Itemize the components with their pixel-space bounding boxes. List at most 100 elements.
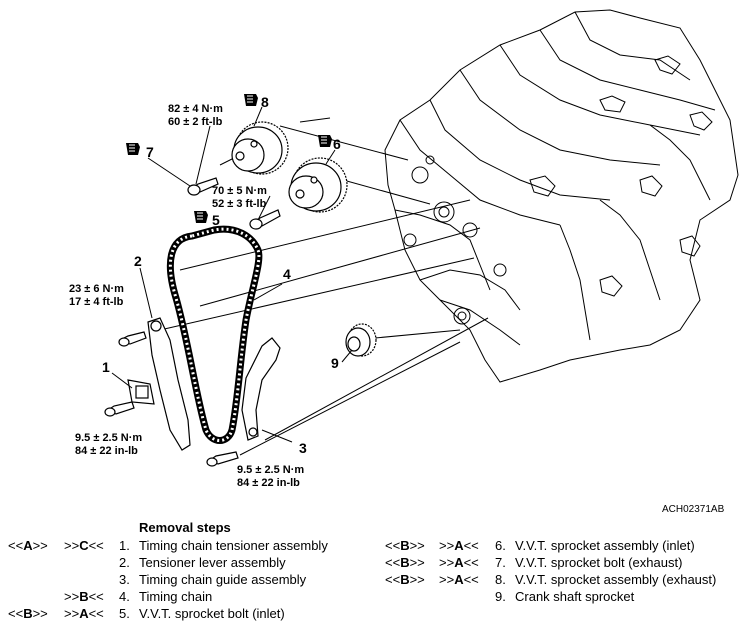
leader-lines bbox=[111, 106, 353, 443]
step-number: 5. bbox=[119, 606, 130, 621]
marker-part: << bbox=[88, 606, 104, 621]
step-marker-installation: >>A<< bbox=[439, 537, 479, 554]
marker-part: << bbox=[463, 572, 479, 587]
step-text: Timing chain guide assembly bbox=[139, 572, 307, 587]
step-number: 8. bbox=[495, 572, 506, 587]
step-number: 7. bbox=[495, 555, 506, 570]
callout-4: 4 bbox=[283, 266, 291, 282]
marker-part: >> bbox=[64, 606, 80, 621]
step-text: V.V.T. sprocket bolt (exhaust) bbox=[515, 555, 683, 570]
step-number: 1. bbox=[119, 538, 130, 553]
removal-step-row: <<B>>>>A<<6.V.V.T. sprocket assembly (in… bbox=[385, 537, 735, 554]
step-marker-installation: >>A<< bbox=[439, 554, 479, 571]
marker-part: >> bbox=[439, 572, 455, 587]
torque-60-ftlb: 60 ± 2 ft-lb bbox=[168, 116, 223, 128]
step-number: 9. bbox=[495, 589, 506, 604]
torque-84-inlb-left: 84 ± 22 in-lb bbox=[75, 445, 138, 457]
marker-part: >> bbox=[32, 538, 48, 553]
step-text: V.V.T. sprocket assembly (inlet) bbox=[515, 538, 695, 553]
removal-step-row: 9. Crank shaft sprocket bbox=[385, 588, 735, 605]
torque-9-5-nm-bottom: 9.5 ± 2.5 N·m bbox=[237, 464, 304, 476]
step-text: V.V.T. sprocket bolt (inlet) bbox=[139, 606, 285, 621]
step-text: Timing chain tensioner assembly bbox=[139, 538, 328, 553]
marker-part: B bbox=[400, 572, 410, 587]
torque-82-nm: 82 ± 4 N·m bbox=[168, 103, 223, 115]
torque-icon-7 bbox=[126, 143, 140, 155]
torque-23-nm: 23 ± 6 N·m bbox=[69, 283, 124, 295]
callout-6: 6 bbox=[333, 136, 341, 152]
step-number: 3. bbox=[119, 572, 130, 587]
bolts bbox=[104, 177, 281, 467]
step-marker-installation: >>A<< bbox=[64, 605, 104, 622]
marker-part: A bbox=[79, 606, 89, 621]
torque-icon-5 bbox=[194, 211, 208, 223]
marker-part: >> bbox=[64, 589, 80, 604]
vvt-sprocket-exhaust bbox=[231, 121, 289, 175]
callout-7: 7 bbox=[146, 144, 154, 160]
removal-steps-heading: Removal steps bbox=[139, 520, 231, 535]
removal-step-row: <<B>>>>A<<7.V.V.T. sprocket bolt (exhaus… bbox=[385, 554, 735, 571]
step-number: 6. bbox=[495, 538, 506, 553]
marker-part: A bbox=[454, 572, 464, 587]
marker-part: << bbox=[88, 538, 104, 553]
step-text: Tensioner lever assembly bbox=[139, 555, 286, 570]
marker-part: << bbox=[8, 538, 24, 553]
marker-part: >> bbox=[439, 538, 455, 553]
marker-part: >> bbox=[32, 606, 48, 621]
step-marker-removal: <<B>> bbox=[385, 554, 425, 571]
tensioner-lever bbox=[147, 317, 191, 451]
step-marker-installation: >>C<< bbox=[64, 537, 104, 554]
marker-part: C bbox=[79, 538, 89, 553]
marker-part: A bbox=[23, 538, 33, 553]
tensioner-assembly bbox=[127, 379, 155, 405]
callout-8: 8 bbox=[261, 94, 269, 110]
step-marker-installation: >>B<< bbox=[64, 588, 104, 605]
removal-step-row: <<B>>>>A<<5.V.V.T. sprocket bolt (inlet) bbox=[8, 605, 353, 622]
step-marker-removal: <<B>> bbox=[385, 537, 425, 554]
step-text: Crank shaft sprocket bbox=[515, 589, 635, 604]
torque-70-nm: 70 ± 5 N·m bbox=[212, 185, 267, 197]
callout-9: 9 bbox=[331, 355, 339, 371]
marker-part: >> bbox=[409, 572, 425, 587]
marker-part: << bbox=[385, 538, 401, 553]
torque-9-5-nm-left: 9.5 ± 2.5 N·m bbox=[75, 432, 142, 444]
torque-icon-6 bbox=[318, 135, 332, 147]
engine-block bbox=[384, 9, 739, 383]
step-number: 4. bbox=[119, 589, 130, 604]
torque-84-inlb-bottom: 84 ± 22 in-lb bbox=[237, 477, 300, 489]
torque-icon-8 bbox=[244, 94, 258, 106]
removal-step-row: <<A>>>>C<<1.Timing chain tensioner assem… bbox=[8, 537, 353, 554]
marker-part: << bbox=[385, 572, 401, 587]
marker-part: << bbox=[88, 589, 104, 604]
callout-3: 3 bbox=[299, 440, 307, 456]
step-text: Timing chain bbox=[139, 589, 213, 604]
removal-step-row: >>B<< 4. Timing chain bbox=[8, 588, 353, 605]
marker-part: >> bbox=[439, 555, 455, 570]
marker-part: >> bbox=[409, 555, 425, 570]
crank-sprocket bbox=[345, 323, 377, 357]
callout-2: 2 bbox=[134, 253, 142, 269]
marker-part: << bbox=[385, 555, 401, 570]
step-marker-removal: <<B>> bbox=[385, 571, 425, 588]
step-marker-removal: <<B>> bbox=[8, 605, 48, 622]
callout-5: 5 bbox=[212, 212, 220, 228]
removal-step-row: 2.Tensioner lever assembly bbox=[8, 554, 353, 571]
marker-part: >> bbox=[409, 538, 425, 553]
marker-part: << bbox=[463, 555, 479, 570]
torque-52-ftlb: 52 ± 3 ft-lb bbox=[212, 198, 267, 210]
step-text: V.V.T. sprocket assembly (exhaust) bbox=[515, 572, 717, 587]
marker-part: B bbox=[400, 538, 410, 553]
step-marker-removal: <<A>> bbox=[8, 537, 48, 554]
vvt-sprocket-inlet bbox=[288, 157, 348, 213]
removal-step-row: 3. Timing chain guide assembly bbox=[8, 571, 353, 588]
marker-part: A bbox=[454, 555, 464, 570]
marker-part: << bbox=[8, 606, 24, 621]
marker-part: B bbox=[79, 589, 89, 604]
marker-part: B bbox=[400, 555, 410, 570]
marker-part: << bbox=[463, 538, 479, 553]
marker-part: B bbox=[23, 606, 33, 621]
removal-step-row: <<B>>>>A<<8.V.V.T. sprocket assembly (ex… bbox=[385, 571, 735, 588]
step-marker-installation: >>A<< bbox=[439, 571, 479, 588]
torque-17-ftlb: 17 ± 4 ft-lb bbox=[69, 296, 124, 308]
